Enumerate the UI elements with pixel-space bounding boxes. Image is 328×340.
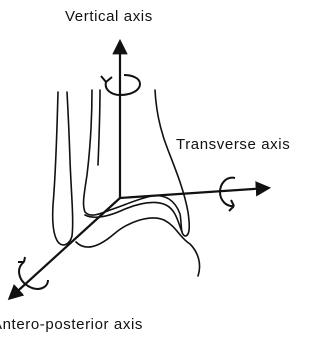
transverse-axis-line (120, 188, 268, 198)
antero-posterior-axis-label: Antero-posterior axis (0, 316, 143, 333)
bone-outline (53, 90, 200, 276)
fibula-outline (53, 92, 73, 245)
vertical-axis-label: Vertical axis (65, 8, 153, 25)
ap-axis-line (10, 198, 120, 298)
tibia-inner-line (98, 90, 100, 165)
transverse-axis-label: Transverse axis (176, 136, 290, 153)
transverse-rotation-arrow-icon (220, 178, 235, 211)
ap-rotation-arrow-icon (18, 257, 48, 289)
